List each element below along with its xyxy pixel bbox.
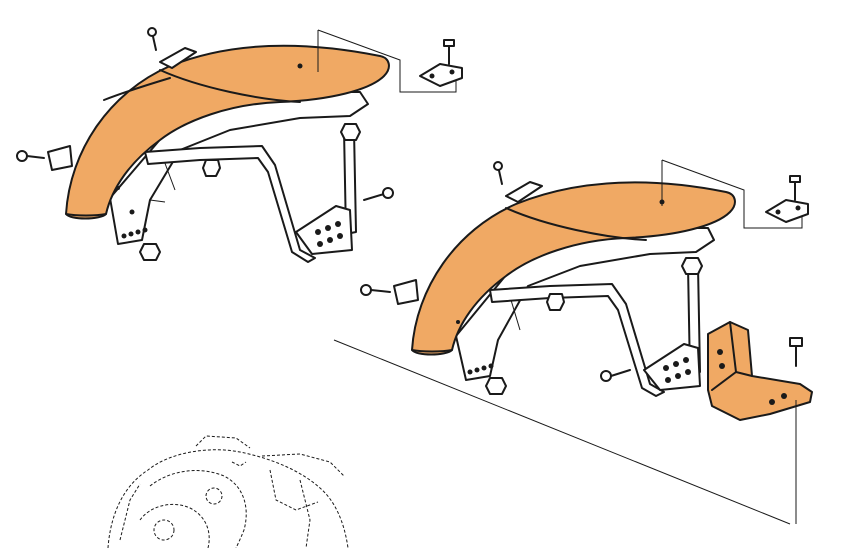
mounting-block xyxy=(707,321,813,421)
bolt-icon xyxy=(493,161,503,185)
bolt-icon xyxy=(147,27,157,51)
ground-reference-line xyxy=(333,339,791,525)
bracket-holes-right xyxy=(467,363,494,375)
stay-rod-right xyxy=(489,283,665,397)
fender-left xyxy=(65,44,390,220)
clamp-plate-top-left xyxy=(159,47,197,69)
bolt-icon xyxy=(600,369,631,382)
fender-assembly-left xyxy=(16,27,463,263)
clamp-plate-right-left xyxy=(419,63,463,87)
bolt-icon xyxy=(443,39,455,65)
nut-icon xyxy=(139,243,161,261)
bolt-icon xyxy=(16,145,73,171)
bracket-holes-left xyxy=(121,209,148,239)
holed-plate-left xyxy=(295,205,353,255)
leader-line xyxy=(661,159,803,229)
holed-plate-right xyxy=(643,343,701,391)
fender-assembly-right xyxy=(360,159,813,524)
bolt-icon xyxy=(789,175,801,201)
clamp-plate-top-right xyxy=(505,181,543,203)
bolt-icon xyxy=(360,279,419,305)
stay-rod-left xyxy=(144,145,316,263)
nut-icon xyxy=(681,257,703,275)
nut-icon xyxy=(546,293,565,311)
nut-icon xyxy=(485,377,507,395)
tractor-housing-outline xyxy=(107,435,349,548)
bolt-icon xyxy=(789,337,803,367)
leader-line xyxy=(317,29,457,93)
clamp-plate-right-right xyxy=(765,199,809,223)
nut-icon xyxy=(202,159,221,177)
bolt-icon xyxy=(363,187,394,201)
fender-right xyxy=(411,181,736,356)
nut-icon xyxy=(340,123,361,141)
